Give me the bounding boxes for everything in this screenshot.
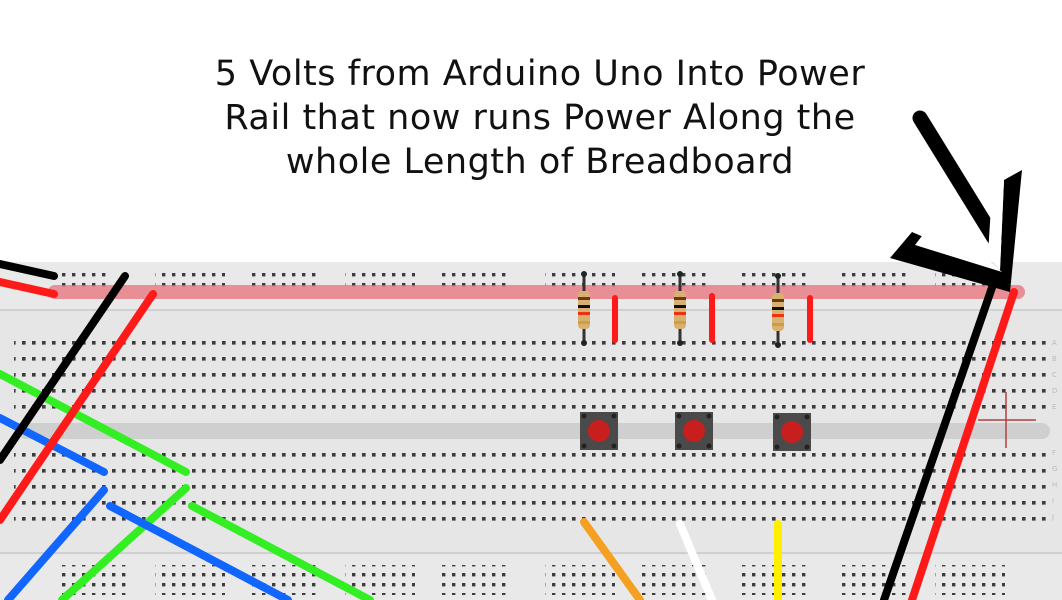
svg-text:D: D xyxy=(1052,387,1057,395)
svg-text:C: C xyxy=(1052,371,1057,379)
resistor-2 xyxy=(674,271,686,346)
wire-red-right xyxy=(908,288,1018,600)
svg-text:I: I xyxy=(1052,497,1054,505)
wire-blue-3 xyxy=(106,502,292,600)
svg-text:F: F xyxy=(1052,449,1056,457)
crosshair-marker xyxy=(978,392,1036,448)
push-button-3 xyxy=(773,413,811,451)
svg-text:H: H xyxy=(1052,481,1057,489)
svg-text:A: A xyxy=(1052,339,1057,347)
resistor-1 xyxy=(578,271,590,346)
push-button-2 xyxy=(675,412,713,450)
annotation-line-3: whole Length of Breadboard xyxy=(285,142,795,182)
wire-blue-2 xyxy=(4,486,108,600)
wire-orange xyxy=(580,518,644,600)
svg-text:J: J xyxy=(1051,513,1054,521)
wire-red-left xyxy=(0,290,157,524)
lower-terminal-holes xyxy=(14,444,1046,526)
svg-text:B: B xyxy=(1052,355,1057,363)
annotation-text: 5 Volts from Arduino Uno Into Power Rail… xyxy=(130,52,950,184)
wire-black-left xyxy=(0,272,129,464)
wire-green-1 xyxy=(0,370,190,476)
wire-white xyxy=(676,520,716,600)
annotation-line-1: 5 Volts from Arduino Uno Into Power xyxy=(214,54,866,94)
wire-black-edge xyxy=(0,260,58,280)
svg-text:E: E xyxy=(1052,403,1056,411)
resistor-3 xyxy=(772,273,784,348)
push-button-1 xyxy=(580,412,618,450)
center-channel xyxy=(18,423,1050,439)
annotation-arrow-icon xyxy=(890,110,1022,292)
wire-red-edge xyxy=(0,278,58,298)
svg-text:G: G xyxy=(1052,465,1057,473)
upper-terminal-holes xyxy=(14,336,1046,418)
wire-green-3 xyxy=(188,502,374,600)
wire-green-2 xyxy=(58,484,190,600)
top-rail-holes xyxy=(60,268,1005,288)
annotation-line-2: Rail that now runs Power Along the xyxy=(224,98,856,138)
wire-black-right xyxy=(880,272,1000,600)
